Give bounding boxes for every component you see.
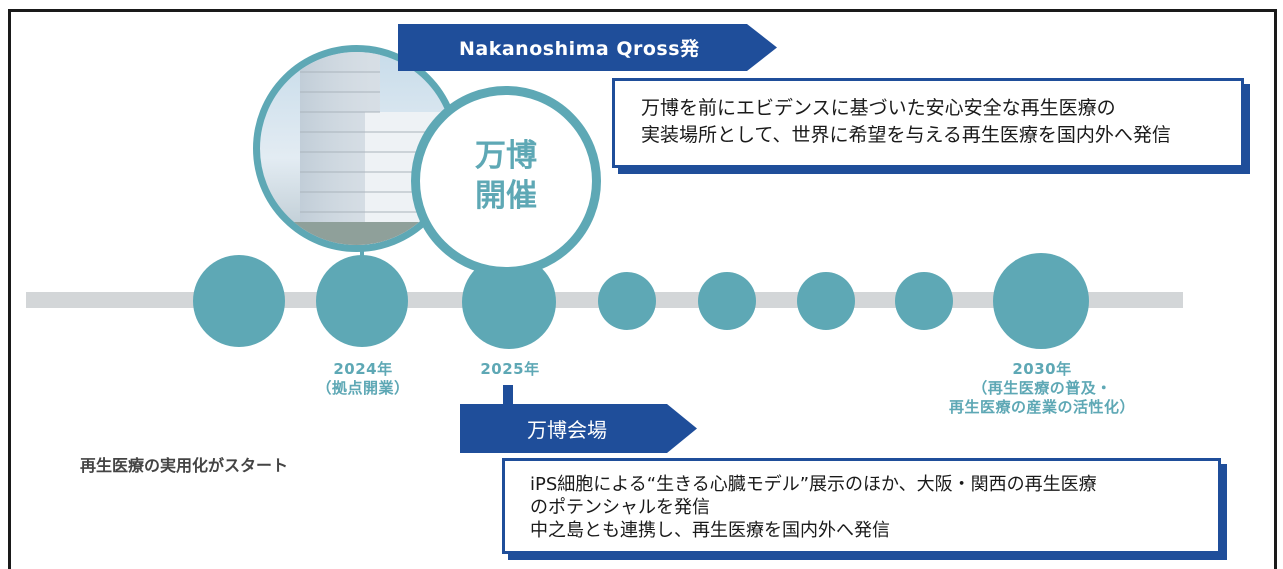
timeline-node-small-1 bbox=[598, 272, 656, 330]
timeline-node-2030 bbox=[993, 253, 1089, 349]
venue-banner-stem bbox=[503, 385, 513, 405]
banner-qross-label: Nakanoshima Qross発 bbox=[459, 38, 700, 60]
timeline-node-small-2 bbox=[698, 272, 756, 330]
practical-use-caption: 再生医療の実用化がスタート bbox=[80, 456, 289, 475]
timeline-node-small-4 bbox=[895, 272, 953, 330]
year-2030-label: 2030年 bbox=[1012, 360, 1072, 378]
banner-expo-venue: 万博会場 bbox=[460, 404, 697, 453]
building-illustration bbox=[260, 52, 453, 245]
qross-description-box: 万博を前にエビデンスに基づいた安心安全な再生医療の 実装場所として、世界に希望を… bbox=[612, 78, 1244, 168]
venue-description-line2: のポテンシャルを発信 bbox=[530, 497, 710, 518]
banner-nakanoshima-qross: Nakanoshima Qross発 bbox=[398, 24, 777, 71]
venue-description-line3: 中之島とも連携し、再生医療を国内外へ発信 bbox=[530, 520, 890, 541]
timeline-node-1 bbox=[193, 255, 285, 347]
year-2030-sub2: 再生医療の産業の活性化） bbox=[948, 398, 1135, 416]
year-2024-label: 2024年 bbox=[333, 360, 393, 378]
expo-circle-line1: 万博 bbox=[475, 138, 537, 174]
venue-description-line1: iPS細胞による“生きる心臓モデル”展示のほか、大阪・関西の再生医療 bbox=[530, 474, 1097, 495]
expo-circle: 万博 開催 bbox=[411, 86, 601, 276]
qross-description-line1: 万博を前にエビデンスに基づいた安心安全な再生医療の bbox=[641, 97, 1116, 119]
connector-2024 bbox=[360, 245, 364, 259]
diagram-frame bbox=[8, 9, 1277, 569]
banner-venue-label: 万博会場 bbox=[527, 418, 607, 442]
qross-description-line2: 実装場所として、世界に希望を与える再生医療を国内外へ発信 bbox=[641, 124, 1171, 146]
timeline-node-small-3 bbox=[797, 272, 855, 330]
year-2024: 2024年 （拠点開業） bbox=[305, 360, 421, 398]
expo-circle-line2: 開催 bbox=[475, 178, 537, 214]
year-2030: 2030年 （再生医療の普及・ 再生医療の産業の活性化） bbox=[935, 360, 1149, 417]
timeline-node-2024 bbox=[316, 255, 408, 347]
year-2024-sub: （拠点開業） bbox=[316, 379, 410, 397]
year-2025-label: 2025年 bbox=[480, 360, 540, 378]
venue-description-box: iPS細胞による“生きる心臓モデル”展示のほか、大阪・関西の再生医療 のポテンシ… bbox=[502, 458, 1221, 554]
year-2030-sub1: （再生医療の普及・ bbox=[972, 379, 1112, 397]
year-2025: 2025年 bbox=[460, 360, 560, 379]
